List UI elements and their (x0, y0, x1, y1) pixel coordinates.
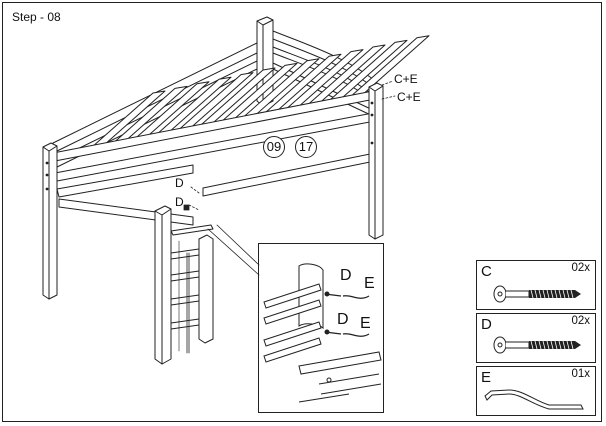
part-d-callout-lower: D (175, 195, 184, 209)
ladder (170, 224, 214, 354)
part-letter: C (481, 263, 492, 280)
part-quantity: 01x (571, 368, 590, 380)
part-number-badge: 09 (263, 136, 285, 158)
instruction-page: Step - 08 (2, 2, 602, 422)
front-left-post (42, 142, 58, 300)
part-letter: D (481, 316, 492, 333)
part-quantity: 02x (571, 315, 590, 327)
parts-list: C 02x D 02x E 01x (476, 260, 596, 416)
detail-label-e-bottom: E (360, 315, 371, 332)
part-card-d: D 02x (476, 313, 596, 363)
front-side-rails (52, 90, 376, 226)
detail-label-d-bottom: D (337, 311, 349, 328)
part-number-badge: 17 (295, 136, 317, 158)
detail-label-e-top: E (364, 275, 375, 292)
front-right-post (154, 205, 172, 365)
part-card-e: E 01x (476, 366, 596, 416)
detail-inset: D E D E (258, 243, 384, 413)
part-card-c: C 02x (476, 260, 596, 310)
part-d-callout-upper: D (175, 176, 184, 190)
back-right-post (368, 82, 384, 240)
detail-drawing (263, 263, 382, 403)
bolt-icon (493, 285, 581, 303)
hardware-callout-upper: C+E (394, 72, 418, 86)
step-title: Step - 08 (12, 10, 61, 24)
detail-label-d-top: D (340, 267, 352, 284)
part-letter: E (481, 369, 492, 386)
hardware-callout-lower: C+E (397, 90, 421, 104)
loft-bed-drawing (42, 16, 430, 365)
allen-key-icon (484, 389, 584, 410)
callout-leaders (183, 80, 396, 276)
bolt-icon (493, 336, 581, 354)
part-quantity: 02x (571, 262, 590, 274)
